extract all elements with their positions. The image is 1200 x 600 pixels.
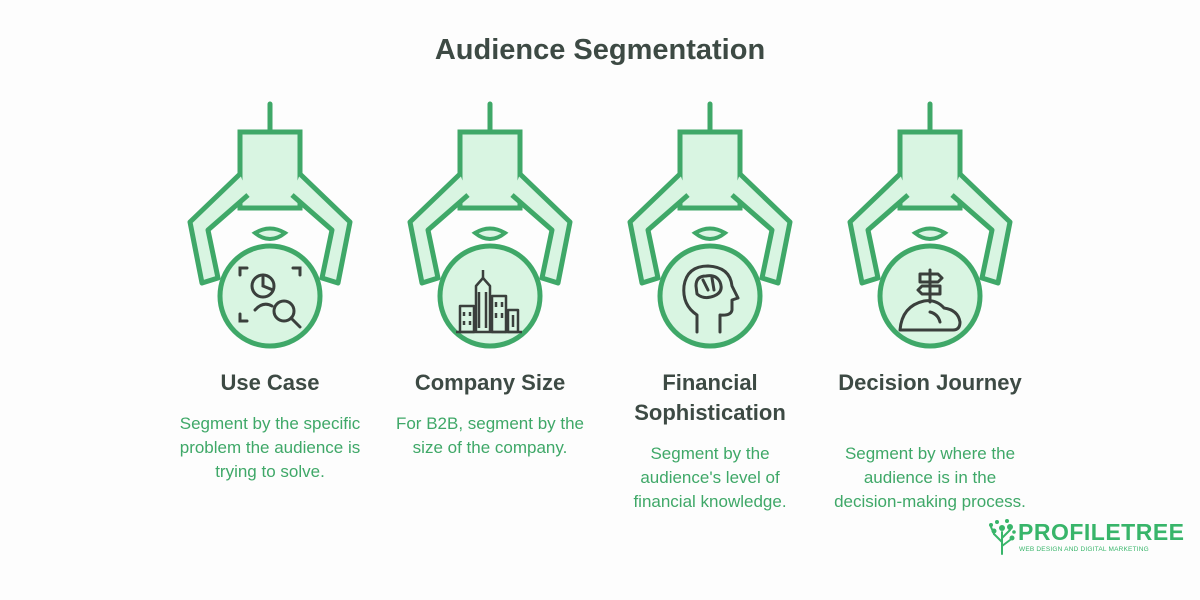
segment-title: Company Size xyxy=(414,370,566,395)
claw-graphic xyxy=(627,101,793,349)
segment-company-size: Company Size For B2B, segment by the siz… xyxy=(380,100,600,560)
segment-title: Financial Sophistication xyxy=(634,370,786,425)
claw-graphic xyxy=(187,101,353,349)
segment-title: Use Case xyxy=(220,370,320,395)
segment-description: Segment by the specific problem the audi… xyxy=(179,414,361,481)
segment-financial-sophistication: Financial Sophistication Segment by the … xyxy=(600,100,820,560)
brand-logo: PROFILETREE WEB DESIGN AND DIGITAL MARKE… xyxy=(988,518,1184,558)
city-buildings-icon xyxy=(456,270,522,334)
page-title: Audience Segmentation xyxy=(434,34,766,66)
segment-description: Segment by where the audience is in the … xyxy=(834,444,1026,511)
signpost-hill-icon xyxy=(898,268,962,332)
segment-description: Segment by the audience's level of finan… xyxy=(633,444,787,511)
tree-logo-icon xyxy=(989,519,1016,555)
brand-name: PROFILETREE xyxy=(1018,519,1185,545)
segment-title: Decision Journey xyxy=(838,370,1022,395)
claw-graphic xyxy=(847,101,1013,349)
segment-decision-journey: Decision Journey Segment by where the au… xyxy=(820,100,1040,560)
pie-chart-magnifier-icon xyxy=(238,266,302,329)
segment-use-case: Use Case Segment by the specific problem… xyxy=(160,100,380,560)
claw-graphic xyxy=(407,101,573,349)
segment-description: For B2B, segment by the size of the comp… xyxy=(395,414,585,457)
brand-tagline: WEB DESIGN AND DIGITAL MARKETING xyxy=(1019,546,1149,553)
head-brain-icon xyxy=(682,264,740,334)
